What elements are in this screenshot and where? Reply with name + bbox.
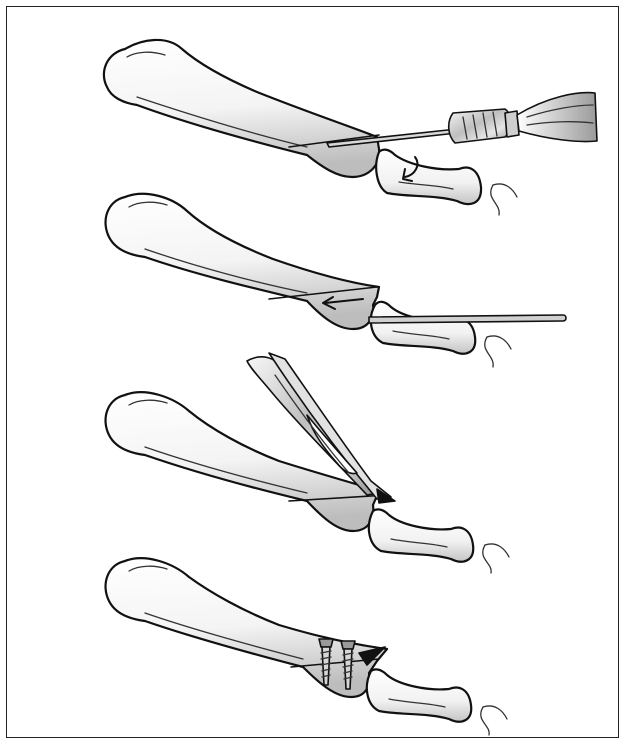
- soft-tissue-line: [483, 706, 507, 719]
- step-2-panel: [7, 179, 620, 369]
- step-2-illustration: [7, 179, 620, 369]
- step-3-panel: [7, 345, 620, 575]
- soft-tissue-line: [481, 707, 489, 735]
- step-4-panel: [7, 547, 620, 737]
- phalanx-bone: [367, 669, 471, 721]
- step-3-illustration: [7, 345, 620, 575]
- figure-frame: [6, 6, 619, 738]
- metatarsal-bone: [104, 40, 379, 177]
- metatarsal-bone: [106, 194, 379, 329]
- step-4-illustration: [7, 547, 620, 737]
- pin-icon: [369, 315, 566, 323]
- saw-blade-icon: [327, 93, 597, 147]
